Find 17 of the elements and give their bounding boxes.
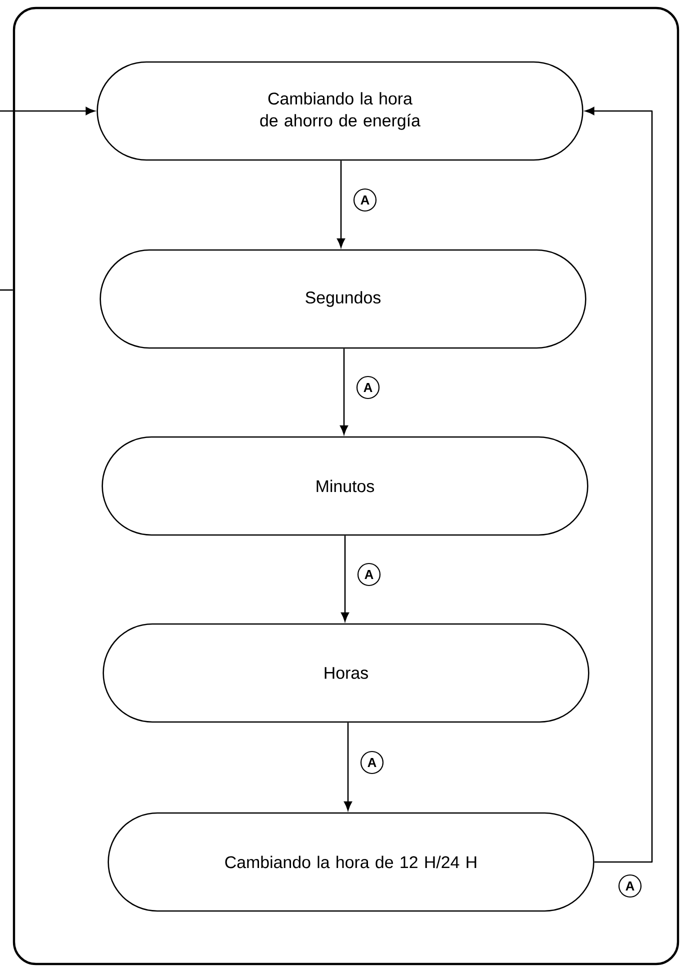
arrow xyxy=(585,107,653,863)
frame xyxy=(12,6,680,966)
process-pill: Segundos xyxy=(100,249,586,349)
circled-letter: A xyxy=(357,562,381,586)
process-pill: Minutos xyxy=(102,436,588,536)
process-pill: Cambiando la hora de 12 H/24 H xyxy=(108,812,594,912)
circled-letter: A xyxy=(618,874,642,898)
arrow xyxy=(337,160,345,248)
circled-letter: A xyxy=(356,376,380,400)
circled-letter: A xyxy=(353,188,377,212)
arrow xyxy=(0,107,95,115)
process-pill: Cambiando la hora de ahorro de energía xyxy=(96,61,584,161)
process-pill: Horas xyxy=(102,623,590,723)
arrow xyxy=(344,722,352,811)
circled-letter: A xyxy=(360,750,384,774)
arrow xyxy=(340,348,348,435)
arrow xyxy=(341,536,349,622)
